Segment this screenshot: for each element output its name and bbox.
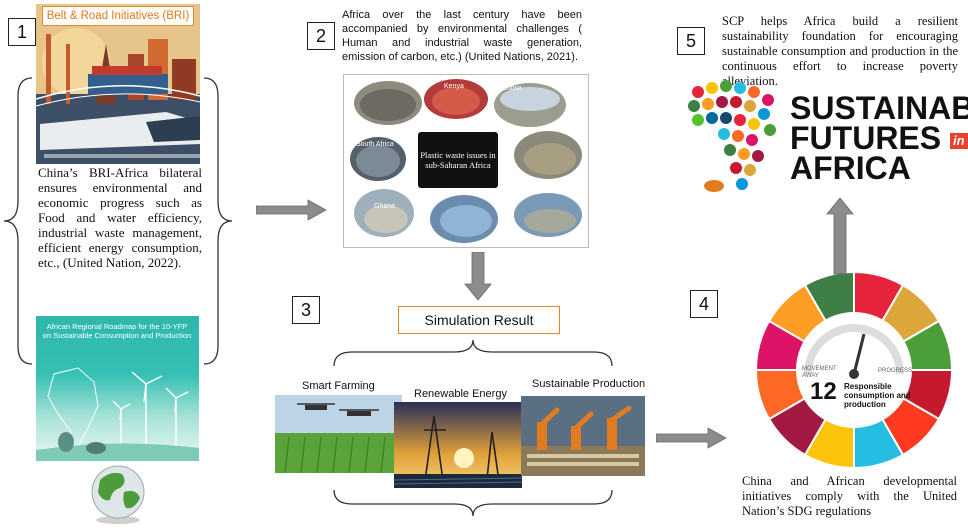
panel5-text: SCP helps Africa build a resilient susta… — [722, 14, 958, 88]
arrow-2-to-3 — [464, 252, 492, 301]
wind-turbines-icon — [36, 367, 199, 461]
left-brace — [3, 77, 33, 365]
logo-futures: FUTURES — [790, 120, 942, 156]
panel1-text: China’s BRI-Africa bilateral ensures env… — [38, 165, 202, 270]
arrow-1-to-2 — [256, 199, 327, 221]
logo-in-badge: in — [950, 132, 968, 149]
bri-title: Belt & Road Initiatives (BRI) — [42, 6, 194, 26]
globe-icon — [91, 465, 145, 524]
sdg-label: Responsible consumption and production — [844, 382, 911, 409]
step-number-3: 3 — [292, 296, 320, 324]
arrow-3-to-4 — [656, 427, 727, 449]
label-namibia: Namibia — [496, 85, 522, 92]
right-brace — [203, 77, 233, 365]
label-smart-farming: Smart Farming — [302, 380, 375, 392]
panel4-text: China and African developmental initiati… — [742, 474, 957, 518]
label-sustainable-production: Sustainable Production — [532, 378, 646, 390]
gauge-right-label: PROGRESS — [878, 368, 913, 374]
roadmap-title: African Regional Roadmap for the 10-YFP … — [42, 322, 192, 340]
plastic-waste-label: Plastic waste issues in sub-Saharan Afri… — [420, 150, 496, 170]
africa-icon-map — [688, 80, 776, 192]
bri-illustration — [36, 4, 200, 164]
sdg-wheel: MOVEMENT AWAY PROGRESS 12 Responsible co… — [754, 270, 954, 470]
plastic-waste-center: Plastic waste issues in sub-Saharan Afri… — [418, 132, 498, 188]
step-number-5: 5 — [677, 27, 705, 55]
renewable-energy-image — [394, 402, 522, 488]
logo-line-3: AFRICA — [790, 150, 911, 186]
sdg-wheel-icon — [754, 270, 954, 470]
logo-line-2: FUTURES in — [790, 120, 968, 156]
label-kenya: Kenya — [444, 83, 464, 90]
roadmap-cover: African Regional Roadmap for the 10-YFP … — [36, 316, 199, 461]
label-ghana: Ghana — [374, 203, 396, 210]
label-somalia: Somalia — [524, 187, 550, 194]
smart-farming-image — [275, 395, 402, 473]
sustainable-production-image — [521, 396, 645, 476]
step-number-4: 4 — [690, 290, 718, 318]
simulation-result-box: Simulation Result — [398, 306, 560, 334]
bottom-brace-panel3 — [333, 489, 613, 517]
top-brace-panel3 — [333, 339, 613, 367]
sustainable-futures-logo: SUSTAINABLE FUTURES in AFRICA — [790, 90, 968, 186]
sdg-number: 12 — [810, 378, 837, 405]
label-south-africa: South Africa — [356, 141, 394, 148]
gauge-left-label: MOVEMENT AWAY — [802, 366, 837, 379]
label-renewable-energy: Renewable Energy — [414, 388, 507, 400]
step-number-2: 2 — [307, 22, 335, 50]
panel2-text: Africa over the last century have been a… — [342, 9, 582, 63]
logo-line-1: SUSTAINABLE — [790, 90, 968, 126]
step-number-1: 1 — [8, 18, 36, 46]
arrow-4-to-5 — [826, 197, 854, 275]
